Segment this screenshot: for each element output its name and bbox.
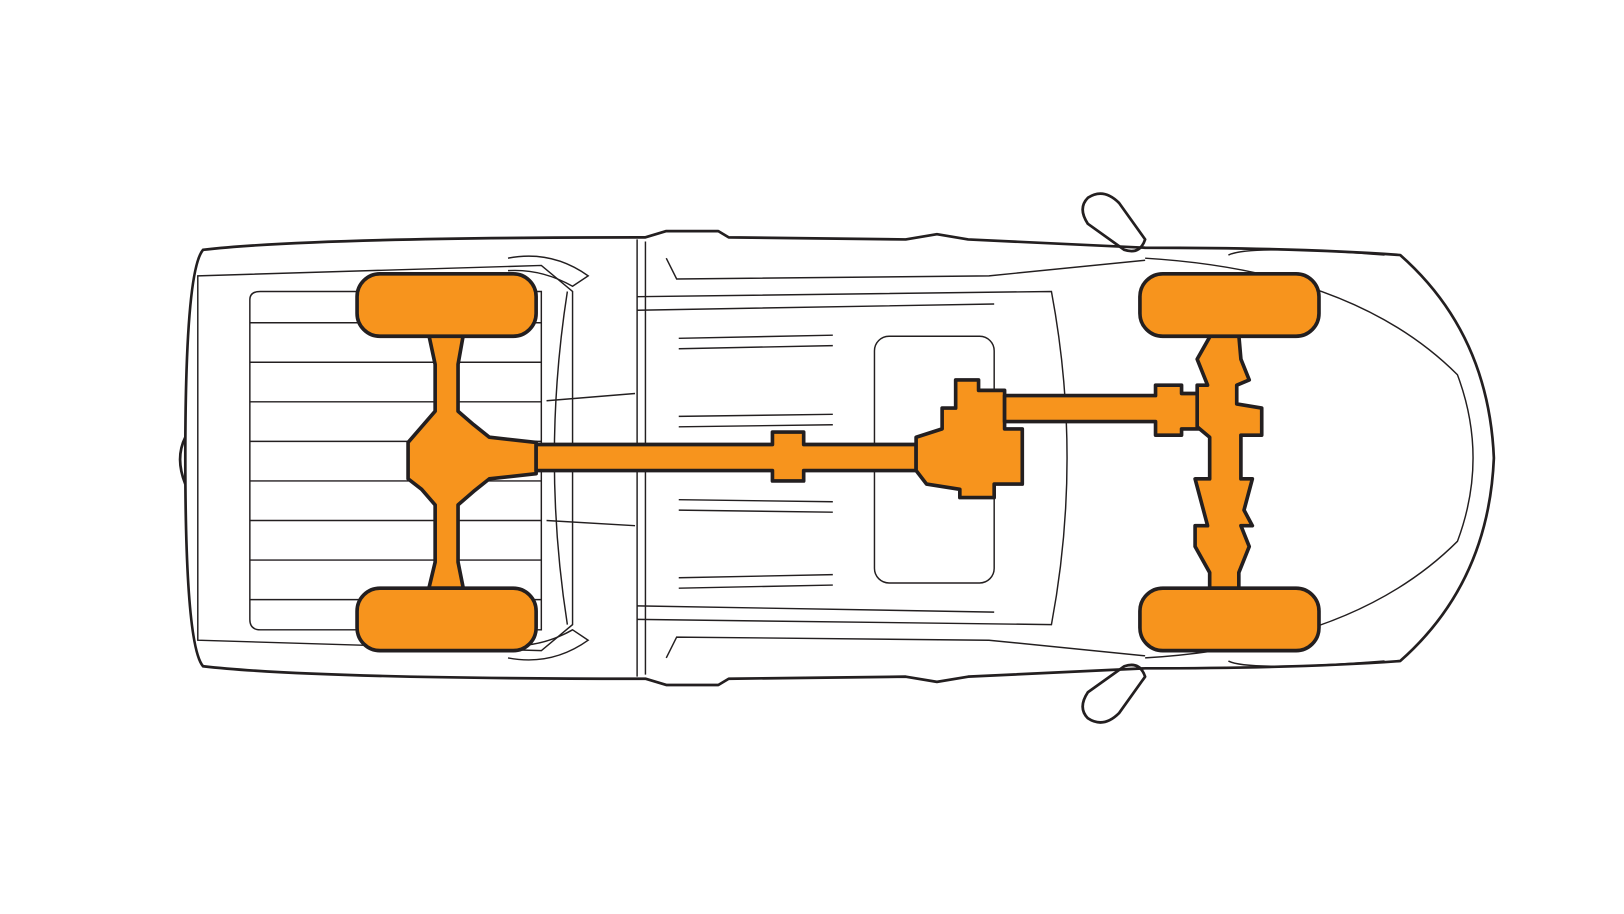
mirror-bottom [1081, 663, 1147, 724]
roof-ribs [678, 334, 833, 589]
front-left-wheel [1138, 271, 1321, 339]
front-axle [1193, 333, 1264, 590]
rear-right-wheel [355, 586, 538, 653]
rear-left-wheel [355, 271, 538, 339]
rear-driveshaft [534, 430, 918, 483]
front-driveshaft [1002, 383, 1210, 437]
transfer-case [914, 378, 1025, 500]
mirror-top [1081, 192, 1147, 253]
drivetrain [355, 271, 1321, 653]
rear-axle [406, 333, 538, 590]
front-right-wheel [1138, 586, 1321, 653]
